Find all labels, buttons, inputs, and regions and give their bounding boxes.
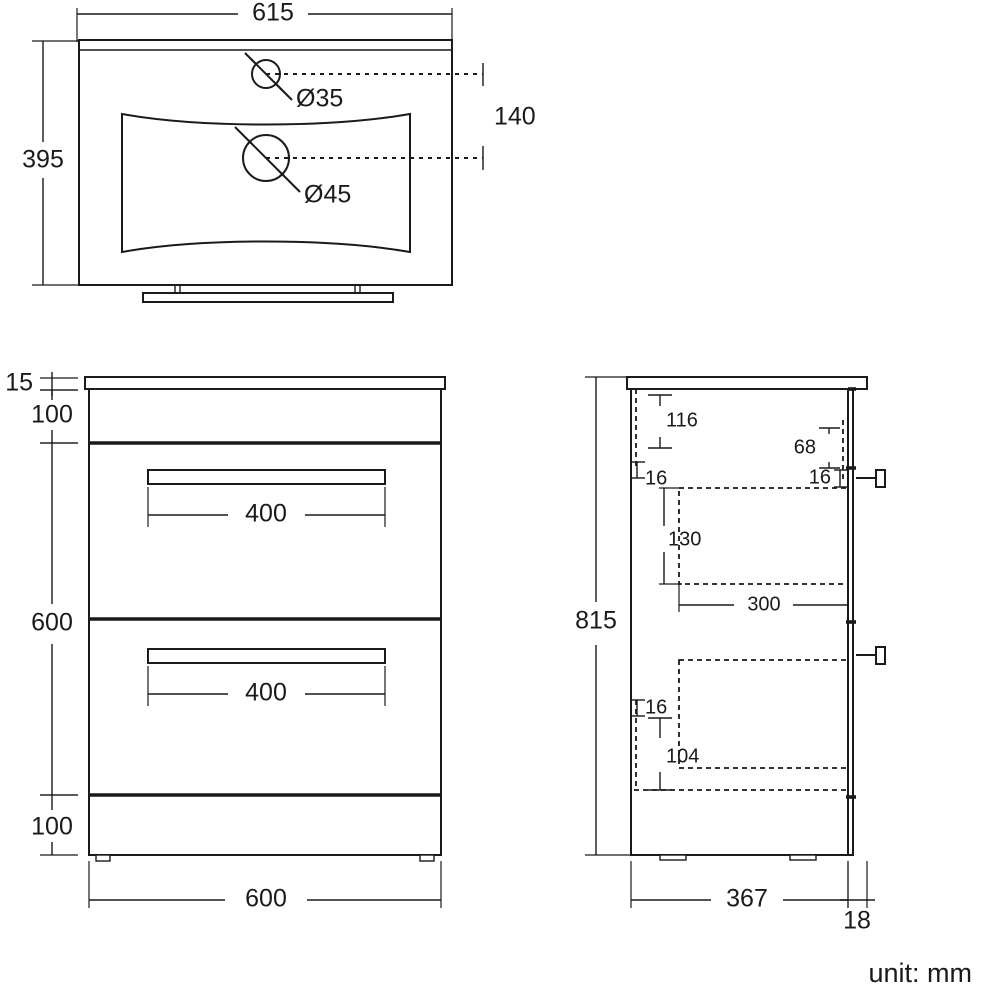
- upper-drawer-dashed-box: [678, 487, 849, 585]
- side-upper-handle: [856, 469, 886, 488]
- dim-label-395: 395: [22, 146, 64, 174]
- dim-label-130: 130: [668, 528, 701, 550]
- dim-label-15: 15: [5, 369, 33, 397]
- basin-support-bar: [142, 285, 394, 303]
- lower-drawer-handle: [147, 648, 386, 664]
- dim-label-68: 68: [794, 436, 816, 458]
- dim-label-100-top: 100: [31, 401, 73, 429]
- dim-drawers-600: 600: [31, 442, 78, 796]
- dim-hole-spacing-140: 140: [482, 63, 536, 170]
- dim-label-600-width: 600: [245, 885, 287, 913]
- dim-overhang-18: 18: [840, 861, 875, 935]
- dim-label-dia45: Ø45: [304, 181, 351, 209]
- dim-16-lower-left: 16: [630, 696, 667, 718]
- dim-label-400-lower: 400: [245, 679, 287, 707]
- dim-upper-section-100: 100: [31, 389, 78, 444]
- upper-drawer-handle: [147, 469, 386, 485]
- dim-label-18: 18: [843, 907, 871, 935]
- dim-basin-depth: 395: [22, 40, 80, 286]
- dim-top-thickness-15: 15: [5, 369, 78, 397]
- cabinet-body-outline: [88, 388, 442, 856]
- basin-bowl-outline: [121, 112, 411, 254]
- dim-label-104: 104: [666, 745, 699, 767]
- dim-label-16-upper-left: 16: [645, 467, 667, 489]
- basin-top-view: 615 395 Ø35 Ø45: [22, 0, 536, 303]
- dim-label-300: 300: [747, 593, 780, 615]
- lower-drawer-dashed-box: [678, 659, 849, 769]
- front-foot-right: [419, 854, 435, 862]
- dim-116: 116: [648, 394, 698, 449]
- dim-basin-width: 615: [76, 0, 453, 42]
- dim-label-140: 140: [494, 103, 536, 131]
- unit-note: unit: mm: [868, 958, 972, 988]
- side-worktop: [626, 376, 868, 390]
- dim-16-right: 16: [809, 466, 847, 488]
- dim-16-upper-left: 16: [630, 461, 667, 489]
- dim-300: 300: [678, 584, 849, 615]
- dim-label-615: 615: [252, 0, 294, 27]
- side-foot-left: [659, 854, 687, 861]
- dim-label-600-drawers: 600: [31, 609, 73, 637]
- dim-label-dia35: Ø35: [296, 85, 343, 113]
- front-foot-left: [95, 854, 111, 862]
- dim-depth-367: 367: [630, 861, 849, 913]
- dim-68: 68: [794, 427, 840, 469]
- dim-label-16-right: 16: [809, 466, 831, 488]
- dim-label-116: 116: [666, 409, 698, 431]
- cabinet-side-view: 815: [575, 376, 886, 935]
- front-worktop: [84, 376, 446, 390]
- dim-label-367: 367: [726, 885, 768, 913]
- dim-label-400-upper: 400: [245, 500, 287, 528]
- lower-drawer-handle-group: 400: [147, 648, 386, 707]
- dim-label-100-plinth: 100: [31, 813, 73, 841]
- upper-drawer-handle-group: 400: [147, 469, 386, 528]
- dim-plinth-100: 100: [31, 794, 78, 856]
- cabinet-front-view: 15 100 600 100: [5, 369, 446, 913]
- side-body-outline: [630, 388, 854, 856]
- dim-label-16-lower-left: 16: [645, 696, 667, 718]
- dim-overall-height-815: 815: [575, 376, 632, 856]
- dim-cabinet-width-600: 600: [88, 861, 442, 913]
- side-foot-right: [789, 854, 817, 861]
- dim-label-815: 815: [575, 607, 617, 635]
- dim-104: 104: [648, 717, 699, 791]
- dim-130: 130: [659, 487, 701, 585]
- side-lower-handle: [856, 646, 886, 665]
